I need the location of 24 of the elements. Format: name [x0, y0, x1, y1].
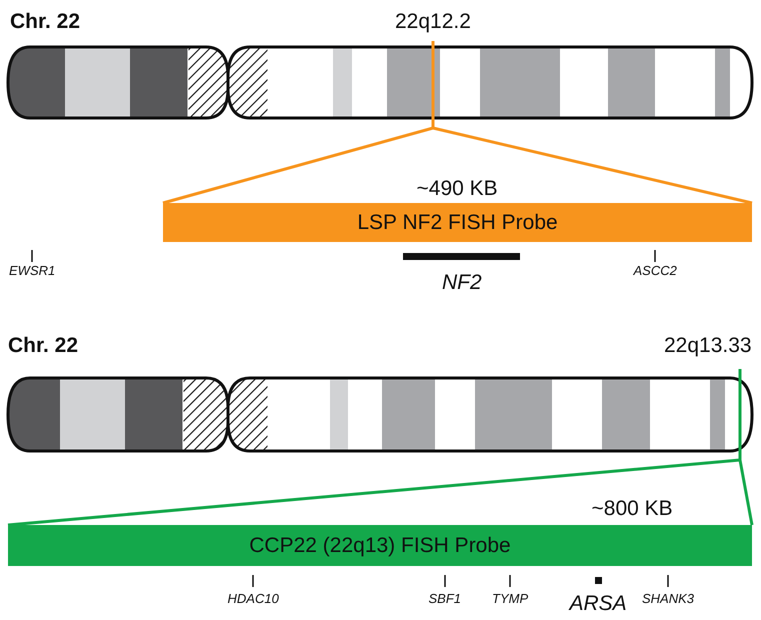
size-label: ~800 KB	[592, 497, 673, 521]
band-label: 22q13.33	[664, 334, 752, 358]
gene-label: ARSA	[570, 592, 627, 616]
band-label: 22q12.2	[395, 10, 471, 34]
probe-label: LSP NF2 FISH Probe	[357, 210, 558, 234]
zoom-line	[8, 458, 740, 526]
probe-label: CCP22 (22q13) FISH Probe	[249, 534, 511, 558]
gene-label: HDAC10	[228, 590, 279, 606]
gene-label: SHANK3	[642, 590, 694, 606]
probe-bar	[163, 203, 752, 242]
probe-bar	[8, 525, 752, 566]
zoom-line	[162, 126, 434, 204]
chromosome-drawing	[6, 46, 754, 120]
chromosome-label: Chr. 22	[10, 10, 80, 34]
gene-label: SBF1	[428, 590, 462, 606]
gene-label: NF2	[442, 271, 482, 295]
chromosome-label: Chr. 22	[8, 334, 78, 358]
size-label: ~490 KB	[416, 177, 498, 201]
zoom-line	[432, 126, 752, 204]
gene-label: EWSR1	[9, 262, 56, 278]
zoom-line	[738, 460, 754, 526]
chromosome-drawing	[6, 376, 754, 452]
gene-label: ASCC2	[634, 262, 677, 278]
gene-label: TYMP	[492, 590, 528, 606]
